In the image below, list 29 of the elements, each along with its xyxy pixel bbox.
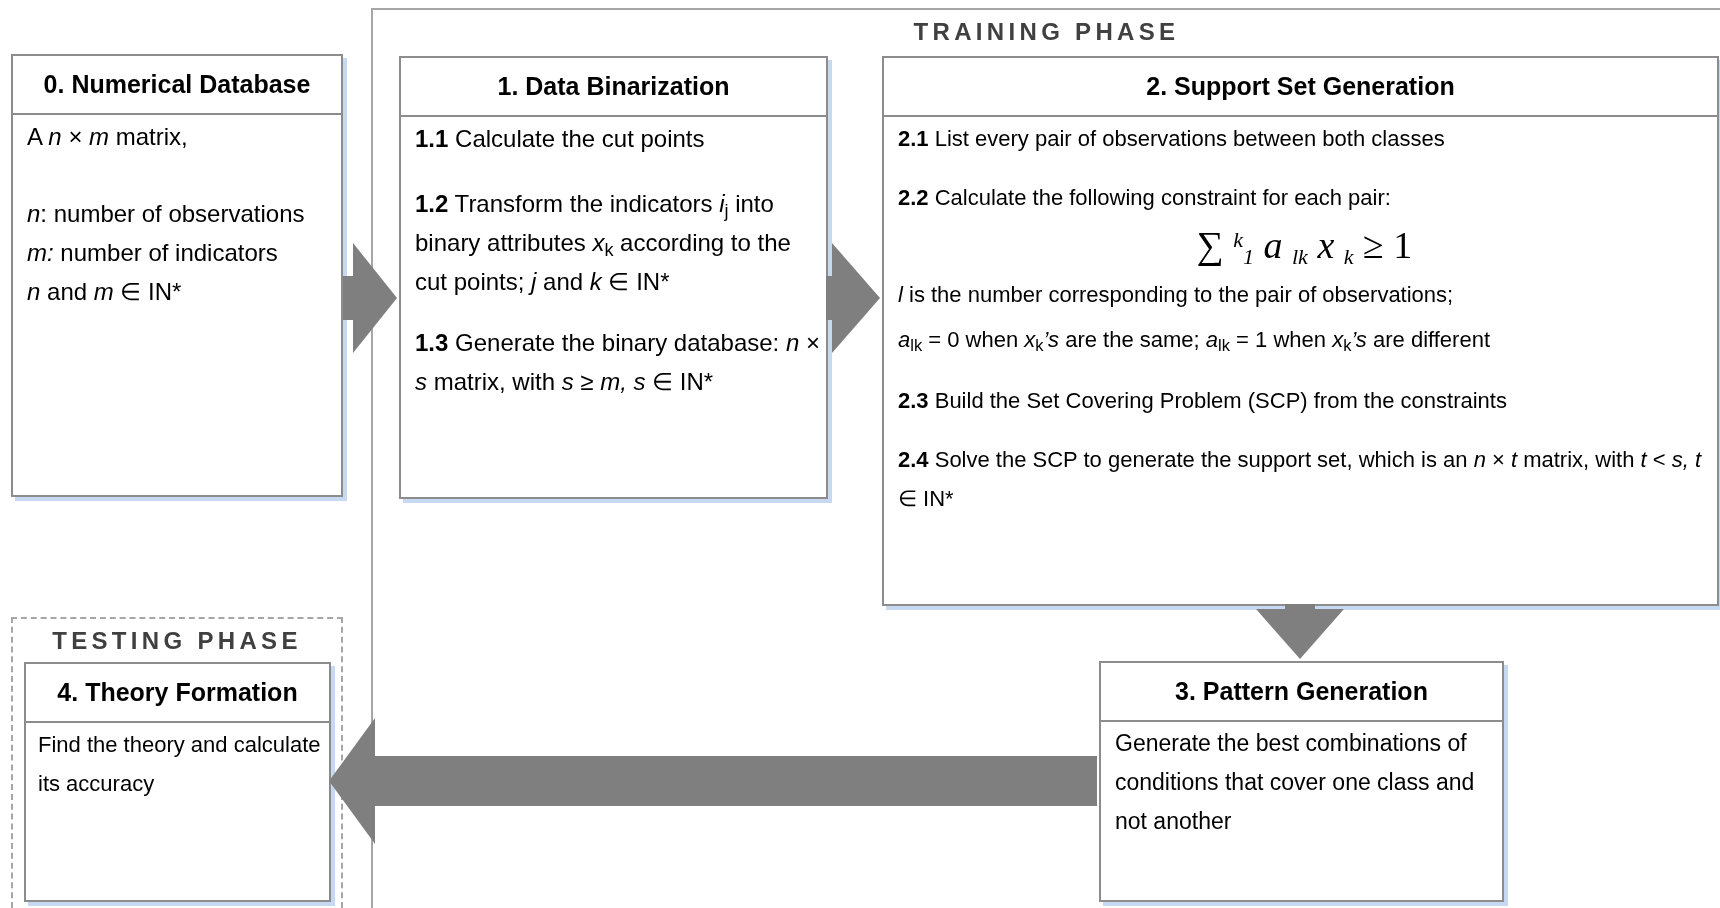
step-text: 2.4 Solve the SCP to generate the support set, which is an n × t matrix, with t < s, t ∈ IN* bbox=[898, 446, 1703, 513]
step-text: l is the number corresponding to the pair of observations; bbox=[898, 281, 1455, 309]
formula: ∑ $^{k}$$_{1}$ a $_{lk}$ x $_{k}$ ≥ 1 bbox=[1196, 223, 1413, 271]
step-text: m: number of indicators bbox=[27, 238, 279, 268]
step-text: A n × m matrix, bbox=[27, 122, 189, 152]
step-text: 1.2 Transform the indicators i$_{j}$ into binary attributes x$_{k}$ according to the cut points; j and k ∈ IN* bbox=[415, 189, 792, 297]
step-text: a$_{lk}$ = 0 when x$_{k}$’s are the same; a$_{lk}$ = 1 when x$_{k}$’s are different bbox=[898, 326, 1491, 357]
step-text: 1.3 Generate the binary database: n × s matrix, with s ≥ m, s ∈ IN* bbox=[415, 328, 820, 397]
phase-title: TESTING PHASE bbox=[52, 626, 302, 656]
phase-title: TRAINING PHASE bbox=[913, 17, 1180, 47]
box-heading: 2. Support Set Generation bbox=[884, 58, 1717, 117]
step-text: 2.3 Build the Set Covering Problem (SCP) from the constraints bbox=[898, 387, 1508, 415]
box-heading: 1. Data Binarization bbox=[401, 58, 826, 117]
step-text: n: number of observations bbox=[27, 199, 306, 229]
block-arrow bbox=[1256, 604, 1344, 659]
step-text: 2.2 Calculate the following constraint for each pair: bbox=[898, 184, 1392, 212]
block-arrow bbox=[329, 718, 1097, 844]
step-text: Generate the best combinations of conditions that cover one class and not another bbox=[1115, 729, 1476, 836]
step-text: Find the theory and calculate its accuracy bbox=[38, 731, 322, 798]
block-arrow bbox=[826, 243, 880, 353]
training-phase-region bbox=[371, 8, 1720, 908]
box-heading: 3. Pattern Generation bbox=[1101, 663, 1502, 722]
box-heading: 4. Theory Formation bbox=[26, 664, 329, 723]
step-text: n and m ∈ IN* bbox=[27, 277, 183, 307]
block-arrow bbox=[343, 243, 397, 353]
testing-phase-region bbox=[11, 617, 343, 908]
box-heading: 0. Numerical Database bbox=[13, 56, 341, 115]
step-text: 1.1 Calculate the cut points bbox=[415, 124, 706, 154]
step-text: 2.1 List every pair of observations between both classes bbox=[898, 125, 1446, 153]
